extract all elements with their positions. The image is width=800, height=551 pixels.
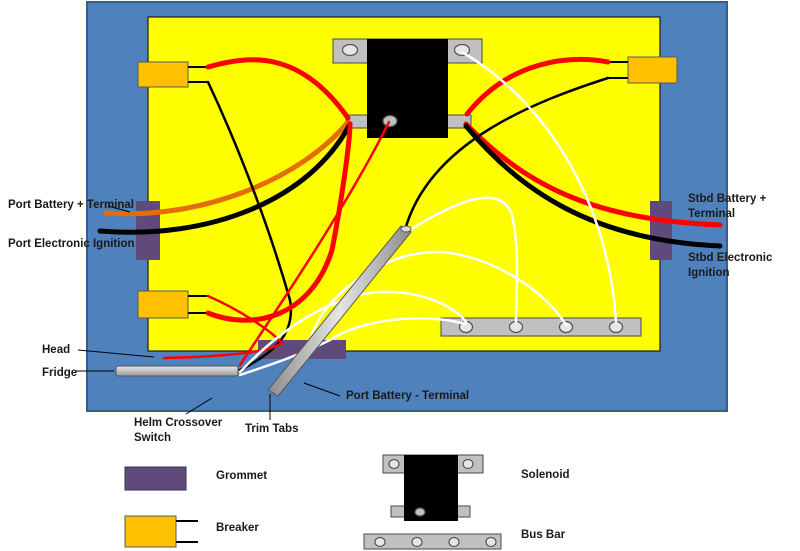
wire-white-solenoid-busbar — [460, 50, 618, 324]
pointer-helm-crossover — [185, 397, 213, 415]
bus-bar — [440, 317, 642, 337]
label-stbd-electronic-ignition: Stbd Electronic Ignition — [688, 252, 773, 279]
label-port-battery-negative: Port Battery - Terminal — [346, 390, 470, 402]
wire-port-electronic-ignition — [97, 121, 353, 235]
pointer-port-battery-negative — [303, 382, 341, 397]
legend-grommet-label: Grommet — [216, 470, 268, 482]
grommet-stbd — [650, 201, 672, 260]
fridge-rod — [115, 365, 239, 377]
wire-red-head — [162, 294, 284, 360]
wire-white-busbar-1 — [408, 196, 519, 324]
legend-solenoid-swatch — [382, 454, 484, 521]
wire-port-battery-positive — [103, 119, 351, 217]
wire-red-top-left — [205, 57, 351, 121]
solenoid — [332, 38, 483, 138]
breaker-top-right — [608, 56, 678, 84]
label-fridge: Fridge — [42, 367, 78, 379]
label-head: Head — [42, 344, 71, 356]
wire-white-busbar-2 — [308, 250, 568, 342]
label-helm-crossover-switch: Helm Crossover Switch — [134, 417, 223, 444]
legend-grommet-swatch — [124, 466, 187, 491]
pointer-head — [77, 349, 155, 358]
breaker-bottom-left — [137, 290, 208, 319]
pointer-port-battery-positive — [107, 205, 131, 213]
label-port-electronic-ignition: Port Electronic Ignition — [8, 238, 135, 250]
wire-white-busbar-4 — [238, 317, 468, 377]
legend-bus-bar-swatch — [363, 533, 502, 550]
wire-stbd-battery-positive — [463, 121, 723, 228]
wire-red-bottom-left-breaker — [205, 121, 353, 323]
wire-stbd-electronic-ignition — [463, 123, 723, 249]
legend-bus-bar-label: Bus Bar — [521, 529, 566, 541]
label-stbd-battery-positive: Stbd Battery + Terminal — [688, 193, 767, 220]
label-port-battery-positive: Port Battery + Terminal — [8, 199, 135, 211]
wire-red-solenoid-center — [238, 120, 391, 367]
wire-black-top-right — [403, 76, 610, 232]
legend-solenoid-label: Solenoid — [521, 469, 570, 481]
legend-breaker-label: Breaker — [216, 522, 259, 534]
wire-red-top-right — [464, 57, 611, 117]
breaker-top-left — [137, 61, 208, 88]
legend-breaker-swatch — [124, 515, 198, 548]
label-trim-tabs: Trim Tabs — [245, 423, 299, 435]
trim-tabs-rod — [267, 225, 412, 397]
